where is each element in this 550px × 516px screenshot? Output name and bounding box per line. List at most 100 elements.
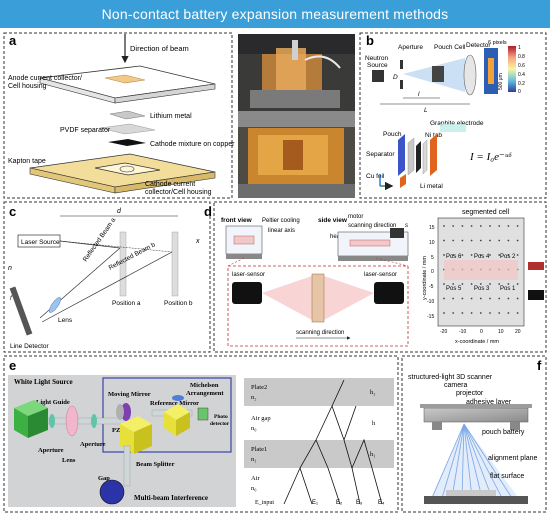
zoom-line-2 <box>375 257 409 267</box>
panel-b: b Neutron Source Aperture D Pouch Cell D… <box>359 32 547 199</box>
grid-dot <box>443 283 445 285</box>
c-x-label: x <box>195 238 200 245</box>
graphite-layer <box>416 141 421 173</box>
grid-dot <box>452 254 455 256</box>
grid-dot <box>498 297 501 300</box>
detector <box>463 54 477 96</box>
svg-text:0.4: 0.4 <box>518 72 525 78</box>
grid-dot <box>479 254 482 256</box>
pouch-layer-right <box>430 134 437 176</box>
b-d-label: D <box>393 74 398 81</box>
grid-dot <box>507 239 510 242</box>
svg-text:15: 15 <box>429 225 435 231</box>
beam-splitter-label: Beam Splitter <box>136 461 175 468</box>
grid-dot <box>470 254 473 256</box>
pouch-cell <box>432 66 444 82</box>
cathode-mix-label: Cathode mixture on copper <box>150 141 235 148</box>
panel-a-frame <box>3 32 233 199</box>
svg-text:5: 5 <box>431 255 434 261</box>
panel-c: c d Laser Source n Position a Position b… <box>3 201 211 353</box>
lens <box>49 297 61 313</box>
alignment-label: alignment plane <box>488 455 538 462</box>
einput-label: E_input <box>255 500 274 506</box>
side-view-base <box>338 256 408 261</box>
scan-cone <box>430 424 520 500</box>
grid-dot <box>489 254 491 256</box>
svg-text:E₂: E₂ <box>336 500 343 506</box>
mirror-cube-right <box>176 412 190 436</box>
panel-d-letter: d <box>204 204 212 219</box>
aperture-label: Aperture <box>398 44 423 51</box>
y-axis-label: y-coordinate / mm <box>422 256 428 300</box>
b-L-label: L <box>424 107 428 114</box>
panel-e-letter: e <box>9 358 16 373</box>
plate-1 <box>244 440 394 468</box>
light-guide-label: Light Guide <box>36 399 70 406</box>
grid-dot <box>461 297 464 300</box>
laser-sensor-1 <box>232 282 262 304</box>
anode-label-2: Cell housing <box>8 83 47 90</box>
side-tab-black <box>528 290 544 300</box>
aperture2-label: Aperture <box>80 441 106 448</box>
svg-text:10: 10 <box>498 329 504 335</box>
pouch-layer-left <box>398 134 405 176</box>
grid-dot <box>443 312 445 314</box>
reference-mirror <box>172 395 184 401</box>
peltier-label: Peltier cooling <box>262 218 300 224</box>
n2-label: n₂ <box>251 394 257 401</box>
panel-a-letter: a <box>9 33 17 48</box>
cathode-cc-label-2: collector/Cell housing <box>145 189 212 196</box>
beam-label: Direction of beam <box>130 44 189 53</box>
grid-dot <box>470 283 473 285</box>
s-label: s <box>405 223 408 229</box>
neutron-source <box>372 70 384 82</box>
beam-splitter-left <box>120 424 134 454</box>
grid-dot <box>470 297 473 300</box>
pouch-label: Pouch <box>383 131 402 138</box>
grid-dot <box>443 254 445 256</box>
grid-dot <box>461 239 464 242</box>
flat-surface <box>424 496 528 504</box>
photo-label: Photo <box>214 414 228 420</box>
inset-cell <box>311 273 325 323</box>
pouch-battery-label: pouch battery <box>482 429 525 436</box>
plate1-label: Plate1 <box>251 446 267 453</box>
zoom-inset <box>227 265 409 347</box>
c-d-label: d <box>117 208 122 215</box>
photo-detector <box>197 407 209 421</box>
moving-mirror <box>121 403 131 421</box>
c-n-label: n <box>8 265 12 272</box>
front-view-cell <box>233 235 255 245</box>
grid-dot <box>516 239 519 242</box>
pouch-cell-label: Pouch Cell <box>434 44 466 51</box>
svg-text:Pos 6: Pos 6 <box>446 254 462 260</box>
gap-label: Gap <box>98 475 110 482</box>
grid-dot <box>479 312 482 314</box>
aperture-2 <box>91 414 97 428</box>
ref-mirror-label: Reference Mirror <box>150 400 199 407</box>
light-source-cube-right <box>28 408 48 438</box>
kapton-label: Kapton tape <box>8 158 46 165</box>
separator-label: Separator <box>366 151 395 158</box>
grid-dot <box>461 283 464 285</box>
panel-f: f structured-light 3D scanner camera pro… <box>401 355 547 513</box>
li-metal-label: Li metal <box>420 183 443 190</box>
panel-b-frame <box>359 32 547 199</box>
y-ticks: 15 10 5 0 -5 -10 -15 <box>427 225 435 320</box>
grid-dot <box>443 297 445 300</box>
svg-text:E₄: E₄ <box>378 500 385 506</box>
air-gap-label: Air gap <box>251 415 271 422</box>
plate2-label: Plate2 <box>251 384 267 391</box>
cu-foil-label: Cu foil <box>366 173 385 180</box>
pvdf-separator <box>99 123 156 135</box>
grid-dot <box>452 225 455 227</box>
flat-surface-label: flat surface <box>490 473 524 480</box>
grid-dot <box>489 283 491 285</box>
pouch-battery-plate <box>423 407 529 423</box>
b-l-label: l <box>418 91 420 98</box>
laser-source-label: Laser Source <box>21 239 60 246</box>
c-f-label: f <box>10 296 13 302</box>
svg-text:Pos 3: Pos 3 <box>474 286 490 292</box>
pos-a-label: Position a <box>112 300 141 307</box>
